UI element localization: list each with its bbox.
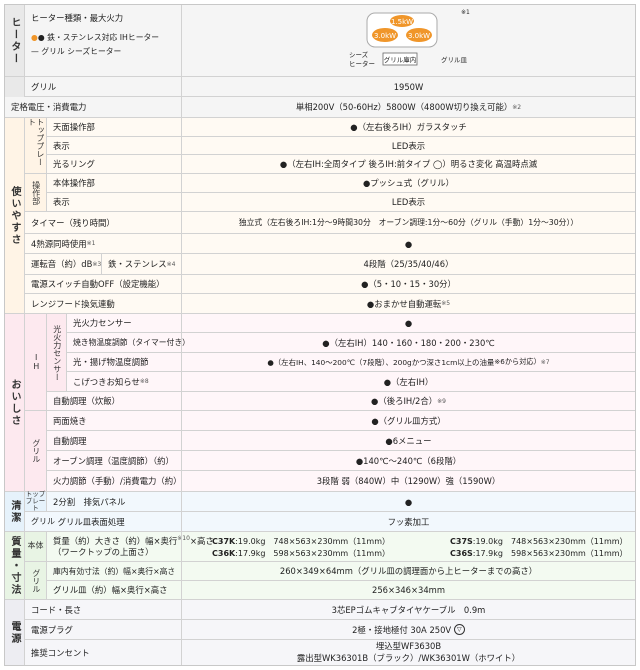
row-top-display: 表示 LED表示 xyxy=(47,137,635,155)
sub-mass-body: 本体 xyxy=(25,532,47,562)
heater-burner-right xyxy=(406,28,432,42)
ih-dot-icon: ● xyxy=(31,32,38,42)
row-auto-off: 電源スイッチ自動OFF（設定機能） ●（5・10・15・30分） xyxy=(25,275,635,294)
sub-topplate: トッププレート xyxy=(25,118,47,174)
row-grill-coating: グリル グリル皿表面処理 フッ素加工 xyxy=(25,512,635,532)
row-mass: 質量（約）大きさ（約）幅×奥行※10×高さ （ワークトップの上面さ） C37K:… xyxy=(47,532,635,562)
row-plug: 電源プラグ 2極・接地極付 30A 250V ▽ xyxy=(25,620,635,640)
sub-grill: グリル xyxy=(25,411,47,492)
section-power: 電源 xyxy=(5,600,25,665)
svg-text:グリル庫内: グリル庫内 xyxy=(384,55,417,64)
sub-ih: IH xyxy=(25,314,47,411)
section-taste: おいしさ xyxy=(5,314,25,492)
row-inner-size: 庫内有効寸法（約）幅×奥行×高さ 260×349×64mm（グリル皿の調理面から… xyxy=(47,562,635,581)
row-voltage: 定格電圧・消費電力 単相200V（50-60Hz）5800W（4800W切り換え… xyxy=(5,97,635,118)
row-manual-fire: 火力調節（手動）/消費電力（約） 3段階 弱（840W）中（1290W）強（15… xyxy=(47,471,635,492)
row-timer: タイマー（残り時間） 独立式（左右後ろIH:1分～9時間30分 オーブン調理:1… xyxy=(25,212,635,234)
section-mass-size: 質量・寸法 xyxy=(5,532,25,600)
row-outlet: 推奨コンセント 埋込型WF3630B 露出型WK36301B（ブラック）/WK3… xyxy=(25,640,635,665)
row-grill-temp: 焼き物温度調節（タイマー付き） ●（左右IH）140・160・180・200・2… xyxy=(67,333,635,353)
sub-mass-grill: グリル xyxy=(25,562,47,600)
section-heater: ヒーター xyxy=(5,5,25,77)
row-fire-sensor: 光火力センサー ● xyxy=(67,314,635,333)
sub-clean-topplate: トッププレート xyxy=(25,490,47,512)
row-auto-cook: 自動調理 ●6メニュー xyxy=(47,431,635,451)
heater-note: ※1 xyxy=(461,8,470,16)
plug-icon: ▽ xyxy=(453,624,465,635)
row-four-heat: 4熱源同時使用※1 ● xyxy=(25,234,635,254)
svg-text:3.0kW: 3.0kW xyxy=(408,32,430,40)
row-grill-plate: グリル皿（約）幅×奥行×高さ 256×346×34mm xyxy=(47,581,635,600)
svg-text:シーズ: シーズ xyxy=(349,50,369,59)
sub-body: 操作部 xyxy=(25,174,47,212)
svg-text:3.0kW: 3.0kW xyxy=(374,32,396,40)
heater-legend-ih: ●● 鉄・ステンレス対応 IHヒーター xyxy=(31,32,160,42)
heater-label: ヒーター種類・最大火力 xyxy=(31,13,124,23)
row-range-hood: レンジフード換気連動 ●おまかせ自動運転※5 xyxy=(25,294,635,314)
row-body-display: 表示 LED表示 xyxy=(47,193,635,212)
row-top-panel: 天面操作部 ●（左右後ろIH）ガラスタッチ xyxy=(47,118,635,137)
heater-burner-left xyxy=(372,28,398,42)
row-cord: コード・長さ 3芯EPゴムキャブタイヤケーブル 0.9m xyxy=(25,600,635,620)
row-fry-temp: 光・揚げ物温度調節 ●（左右IH、140～200℃（7段階）、200gかつ深さ1… xyxy=(67,353,635,372)
heater-burner-top xyxy=(390,15,414,27)
section-clean: 清潔 xyxy=(5,492,25,532)
row-rice: 自動調理（炊飯） ●（後ろIH/2合）※9 xyxy=(47,392,635,411)
svg-text:グリル皿: グリル皿 xyxy=(441,55,468,64)
row-exhaust-panel: 2分割 排気パネル ● xyxy=(47,492,635,512)
row-scorch: こげつきお知らせ※8 ●（左右IH） xyxy=(67,372,635,392)
sub-fire-sensor: 光火力センサー xyxy=(47,314,67,392)
row-grill: グリル 1950W xyxy=(25,77,635,97)
heater-row: ヒーター種類・最大火力 ●● 鉄・ステンレス対応 IHヒーター — グリル シー… xyxy=(25,5,635,77)
section-usability: 使いやすさ xyxy=(5,118,25,314)
svg-text:1.5kW: 1.5kW xyxy=(391,18,413,26)
row-noise: 運転音（約）dB※3 鉄・ステンレス※4 4段階（25/35/40/46） xyxy=(25,254,635,275)
row-both-sides: 両面焼き ●（グリル皿方式） xyxy=(47,411,635,431)
row-light-ring: 光るリング ●（左右IH:全周タイプ 後ろIH:前タイプ ◯）明るさ変化 高温時… xyxy=(47,155,635,174)
heater-diagram: 1.5kW 3.0kW 3.0kW グリル庫内 シーズ ヒーター グリル皿 xyxy=(349,12,468,68)
spec-table: ヒーター ヒーター種類・最大火力 ●● 鉄・ステンレス対応 IHヒーター — グ… xyxy=(4,4,636,666)
heater-legend-grill: — グリル シーズヒーター xyxy=(31,46,122,56)
svg-text:ヒーター: ヒーター xyxy=(349,59,375,68)
row-body-panel: 本体操作部 ●プッシュ式（グリル） xyxy=(47,174,635,193)
row-oven: オーブン調理（温度調節）（約） ●140℃～240℃（6段階） xyxy=(47,451,635,471)
